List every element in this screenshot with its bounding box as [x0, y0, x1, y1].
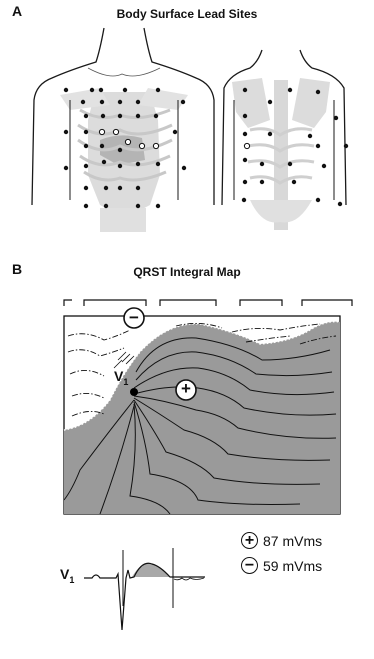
back-scapula-right: [292, 78, 330, 128]
map-v1-sub: 1: [123, 377, 128, 387]
waveform-v1-sub: 1: [69, 575, 74, 585]
v1-waveform: [84, 548, 205, 630]
back-torso: [222, 50, 346, 230]
v1-site-dot: [130, 388, 138, 396]
map-brackets: [64, 300, 352, 306]
legend-negative-value: 59 mVms: [263, 558, 322, 574]
negative-marker-symbol: −: [126, 308, 142, 328]
qrst-map: [64, 300, 352, 514]
back-scapula-left: [232, 78, 270, 128]
map-v1-letter: V: [114, 368, 123, 384]
legend-positive: + 87 mVms: [241, 532, 322, 549]
legend-positive-value: 87 mVms: [263, 533, 322, 549]
panel-b-title: QRST Integral Map: [0, 265, 374, 279]
positive-marker-symbol: +: [178, 379, 194, 399]
waveform-v1-letter: V: [60, 566, 69, 582]
legend-positive-symbol: +: [241, 532, 258, 549]
map-v1-label: V1: [114, 368, 128, 387]
waveform-v1-label: V1: [60, 566, 74, 585]
legend-negative: − 59 mVms: [241, 557, 322, 574]
back-open-dot: [244, 143, 249, 148]
front-torso: [32, 28, 214, 232]
legend-negative-symbol: −: [241, 557, 258, 574]
